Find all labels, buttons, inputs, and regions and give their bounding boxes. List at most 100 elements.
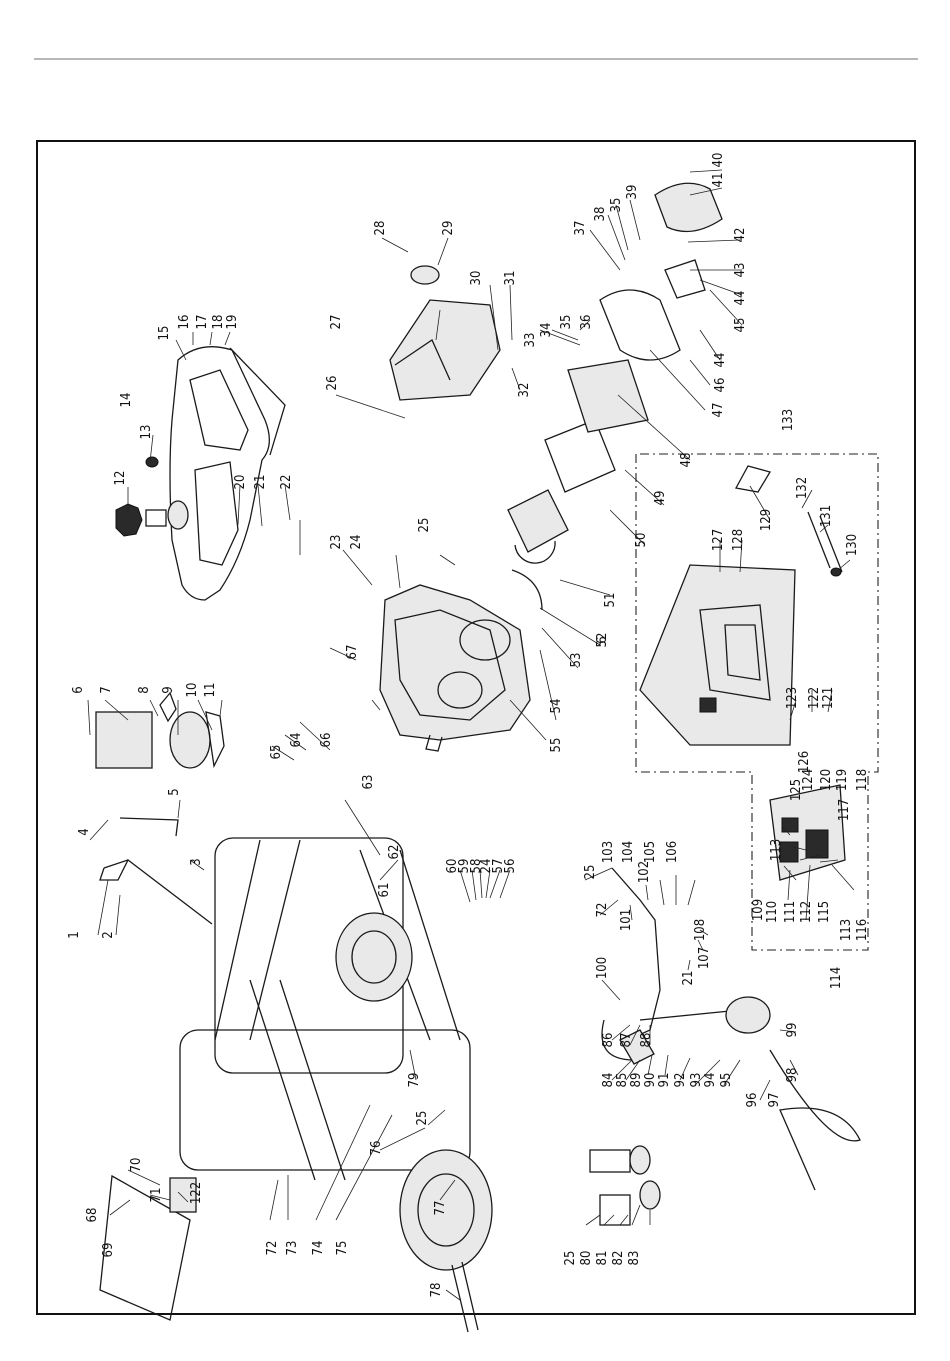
part-label-95: 95 [719, 1073, 734, 1088]
fuel-valve-assembly [601, 867, 861, 1191]
part-label-76: 76 [369, 1141, 384, 1156]
part-label-109: 109 [751, 899, 766, 921]
part-label-6: 6 [71, 686, 86, 693]
part-label-124: 124 [801, 769, 816, 791]
part-label-128: 128 [731, 529, 746, 551]
part-label-85: 85 [615, 1073, 630, 1088]
part-label-1: 1 [67, 931, 82, 938]
part-label-54: 54 [549, 699, 564, 714]
handle-rods [99, 817, 213, 925]
wheel-kit [589, 1145, 661, 1226]
part-label-82: 82 [611, 1251, 626, 1266]
part-label-25: 25 [417, 518, 432, 533]
part-label-7: 7 [99, 686, 114, 693]
part-label-27: 27 [329, 315, 344, 330]
part-label-48: 48 [679, 453, 694, 468]
part-label-63: 63 [361, 775, 376, 790]
part-label-25: 25 [583, 865, 598, 880]
part-label-78: 78 [429, 1283, 444, 1298]
part-label-75: 75 [335, 1241, 350, 1256]
part-label-39: 39 [625, 185, 640, 200]
part-label-9: 9 [161, 686, 176, 693]
part-label-71: 71 [149, 1188, 164, 1203]
part-label-66: 66 [319, 733, 334, 748]
part-label-38: 38 [593, 207, 608, 222]
part-label-91: 91 [657, 1073, 672, 1088]
engine [379, 584, 531, 752]
part-label-46: 46 [713, 378, 728, 393]
part-label-119: 119 [835, 769, 850, 791]
part-label-72: 72 [595, 903, 610, 918]
part-label-47: 47 [711, 403, 726, 418]
part-label-96: 96 [745, 1093, 760, 1108]
part-label-24: 24 [479, 859, 494, 874]
part-label-122: 122 [807, 687, 822, 709]
part-label-12: 12 [113, 471, 128, 486]
part-label-3: 3 [189, 858, 204, 865]
leader-lines [87, 169, 855, 1301]
part-label-33: 33 [523, 333, 538, 348]
part-label-19: 19 [225, 315, 240, 330]
part-label-52: 52 [595, 633, 610, 648]
part-label-41: 41 [711, 173, 726, 188]
part-label-98: 98 [785, 1068, 800, 1083]
part-label-126: 126 [797, 751, 812, 773]
part-label-88: 88 [639, 1033, 654, 1048]
part-label-83: 83 [627, 1251, 642, 1266]
part-label-64: 64 [289, 733, 304, 748]
part-label-77: 77 [433, 1201, 448, 1216]
part-label-120: 120 [819, 769, 834, 791]
header-rule [34, 58, 918, 60]
part-label-112: 112 [799, 901, 814, 923]
part-label-55: 55 [549, 738, 564, 753]
part-label-53: 53 [569, 653, 584, 668]
part-label-5: 5 [167, 788, 182, 795]
part-label-89: 89 [629, 1073, 644, 1088]
part-label-43: 43 [733, 263, 748, 278]
part-label-50: 50 [634, 533, 649, 548]
part-label-70: 70 [129, 1158, 144, 1173]
part-label-31: 31 [503, 271, 518, 286]
part-label-118: 118 [855, 769, 870, 791]
wheels [335, 912, 493, 1333]
part-label-36: 36 [579, 315, 594, 330]
fuel-cap [115, 456, 167, 537]
part-label-117: 117 [837, 799, 852, 821]
diagram-frame [36, 140, 916, 1315]
part-label-37: 37 [573, 221, 588, 236]
rotor-stator [507, 419, 616, 611]
part-label-57: 57 [491, 859, 506, 874]
part-label-132: 132 [795, 477, 810, 499]
part-label-74: 74 [311, 1241, 326, 1256]
part-label-2: 2 [101, 931, 116, 938]
part-label-60: 60 [445, 859, 460, 874]
part-label-123: 123 [785, 687, 800, 709]
part-label-106: 106 [665, 841, 680, 863]
part-label-21: 21 [253, 475, 268, 490]
group-outline-133 [635, 453, 879, 951]
frame [179, 837, 471, 1181]
part-label-26: 26 [325, 376, 340, 391]
part-label-13: 13 [139, 425, 154, 440]
part-label-125: 125 [789, 779, 804, 801]
part-label-69: 69 [101, 1243, 116, 1258]
part-label-65: 65 [269, 745, 284, 760]
part-label-32: 32 [517, 383, 532, 398]
part-label-51: 51 [603, 593, 618, 608]
part-label-22: 22 [279, 475, 294, 490]
muffler [389, 265, 501, 401]
part-label-114: 114 [829, 967, 844, 989]
part-label-44: 44 [733, 291, 748, 306]
part-label-49: 49 [653, 491, 668, 506]
part-label-29: 29 [441, 221, 456, 236]
part-label-129: 129 [759, 509, 774, 531]
part-label-108: 108 [693, 919, 708, 941]
part-label-62: 62 [387, 845, 402, 860]
part-label-103: 103 [601, 841, 616, 863]
part-label-130: 130 [845, 534, 860, 556]
part-label-6: 6 [595, 636, 610, 643]
part-label-24: 24 [349, 535, 364, 550]
part-label-40: 40 [711, 153, 726, 168]
